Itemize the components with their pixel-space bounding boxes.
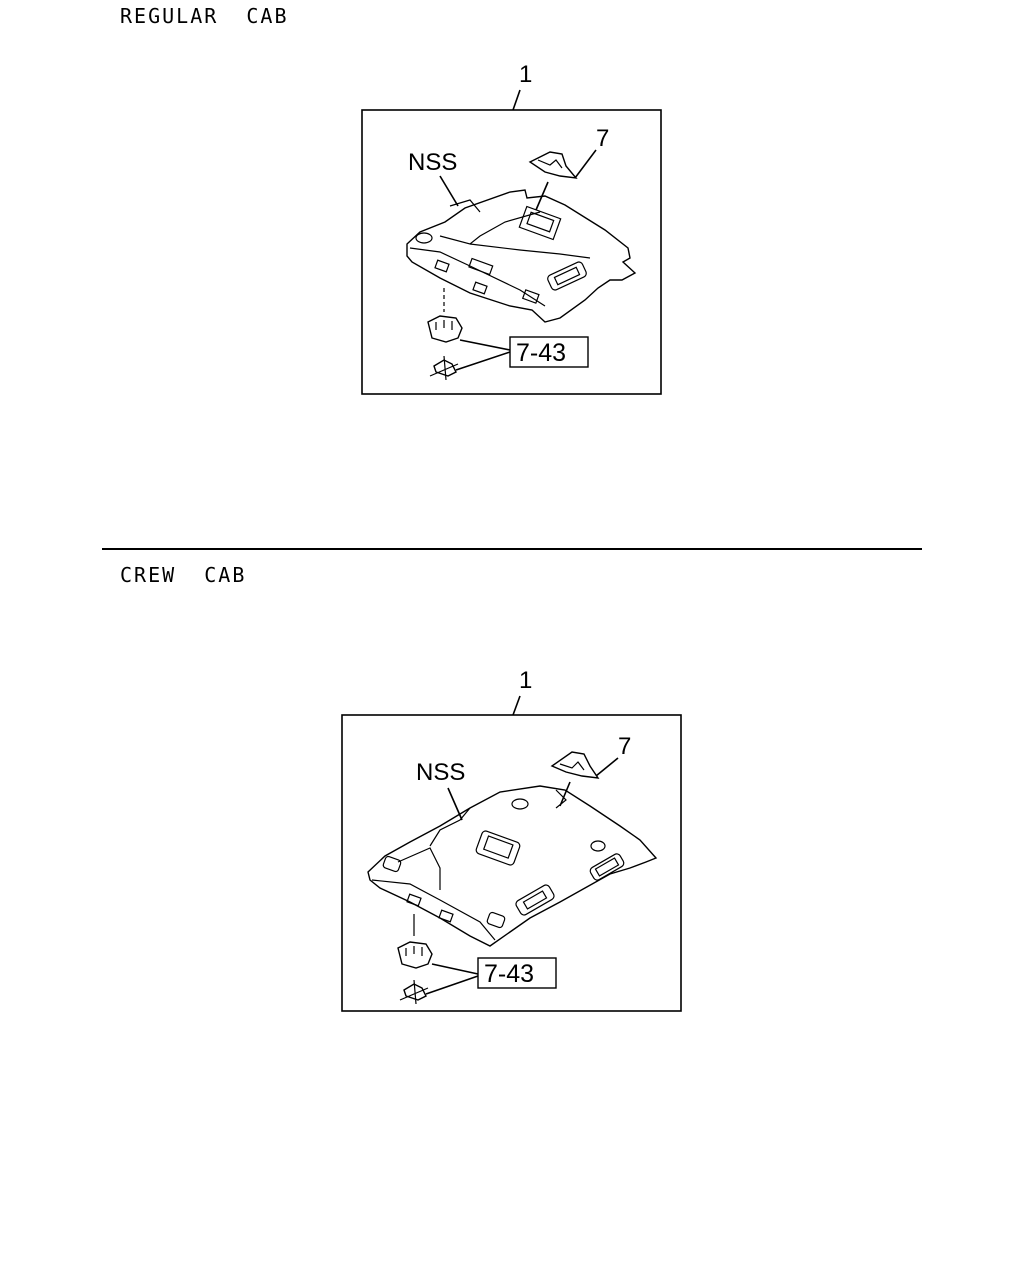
part-7-label: 7: [596, 125, 609, 152]
part-7-label: 7: [618, 733, 631, 760]
dome-lamp: [397, 941, 433, 969]
reference-box: [477, 957, 557, 989]
section-title-crew-cab: CREW CAB: [120, 563, 247, 587]
regular-cab-diagram: 1 7 NSS: [361, 61, 662, 395]
parts-frame: [361, 109, 662, 395]
nss-leader: [439, 175, 459, 207]
nss-leader: [447, 787, 463, 821]
nss-label: NSS: [408, 149, 457, 176]
headliner-panel: [367, 785, 658, 947]
part-7-clip: [528, 151, 578, 179]
part-7-leader: [595, 757, 619, 777]
nss-label: NSS: [416, 759, 465, 786]
headliner-panel: [406, 189, 637, 323]
ref-leader-upper: [459, 339, 511, 351]
part-7-pointer: [535, 181, 549, 211]
reference-box: [509, 336, 589, 368]
fastener-clip: [429, 355, 459, 381]
item-number-label: 1: [519, 61, 532, 88]
part-7-pointer: [559, 781, 571, 807]
reference-label: 7-43: [516, 339, 566, 367]
item-leader-line: [512, 89, 521, 111]
ref-leader-lower: [455, 351, 511, 371]
item-leader-line: [512, 695, 521, 716]
ref-leader-lower: [425, 975, 479, 995]
section-divider: [102, 548, 922, 550]
dome-lamp: [427, 315, 463, 343]
ref-leader-upper: [431, 963, 479, 975]
part-7-clip: [550, 751, 600, 779]
crew-cab-diagram: 1 7 NSS: [341, 667, 682, 1012]
fastener-clip: [399, 979, 429, 1005]
section-title-regular-cab: REGULAR CAB: [120, 4, 289, 28]
reference-label: 7-43: [484, 960, 534, 988]
item-number-label: 1: [519, 667, 532, 694]
part-7-leader: [574, 149, 597, 179]
parts-frame: [341, 714, 682, 1012]
